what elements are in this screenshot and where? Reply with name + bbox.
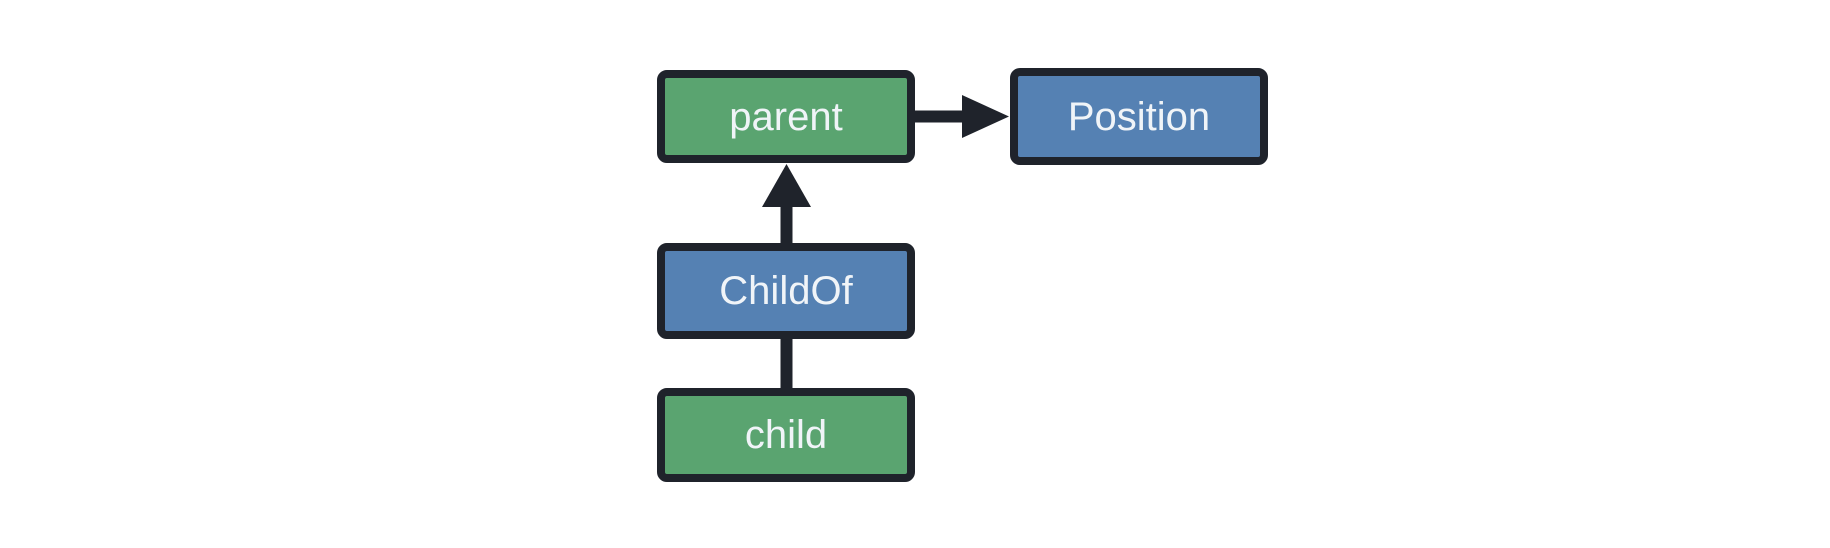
arrow-head-right <box>962 95 1009 138</box>
node-child-label: child <box>744 413 828 457</box>
arrow-parent-to-position <box>915 95 1009 138</box>
node-parent-label: parent <box>729 94 843 139</box>
node-parent: parent <box>657 70 915 163</box>
node-childof-label: ChildOf <box>719 269 853 313</box>
arrow-head-up <box>762 164 811 207</box>
node-childof: ChildOf <box>657 243 915 339</box>
arrow-childof-to-parent <box>762 164 811 243</box>
node-position: Position <box>1010 68 1268 165</box>
node-position-label: Position <box>1067 94 1211 139</box>
node-child: child <box>657 388 915 482</box>
